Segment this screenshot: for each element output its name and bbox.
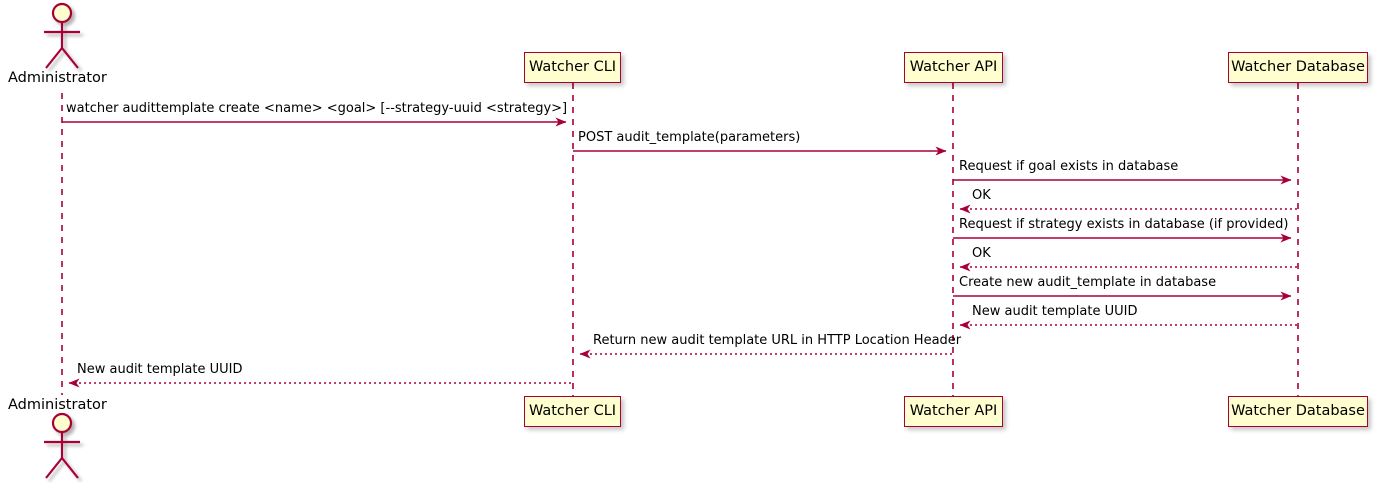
message-label-2: POST audit_template(parameters)	[578, 130, 801, 145]
participant-box-watcher-api-top[interactable]: Watcher API	[904, 52, 1003, 83]
message-label-5: Request if strategy exists in database (…	[959, 217, 1289, 232]
participant-box-watcher-api-bottom[interactable]: Watcher API	[904, 396, 1003, 427]
participant-box-watcher-database-top[interactable]: Watcher Database	[1228, 52, 1368, 83]
participant-box-watcher-database-bottom[interactable]: Watcher Database	[1228, 396, 1368, 427]
actor-label-administrator-top: Administrator	[8, 70, 107, 86]
actor-label-administrator-bottom: Administrator	[8, 397, 107, 413]
participant-box-watcher-cli-bottom[interactable]: Watcher CLI	[524, 396, 621, 427]
message-arrows	[62, 117, 1298, 388]
message-label-10: New audit template UUID	[77, 362, 243, 377]
message-label-1: watcher audittemplate create <name> <goa…	[66, 101, 568, 116]
message-label-7: Create new audit_template in database	[959, 275, 1217, 290]
message-label-8: New audit template UUID	[972, 304, 1138, 319]
message-label-6: OK	[972, 246, 991, 261]
actor-administrator-top	[44, 2, 80, 69]
lifelines	[61, 83, 1299, 396]
actor-administrator-bottom	[44, 412, 80, 479]
message-label-9: Return new audit template URL in HTTP Lo…	[593, 333, 962, 348]
message-label-4: OK	[972, 188, 991, 203]
participant-box-watcher-cli-top[interactable]: Watcher CLI	[524, 52, 621, 83]
message-label-3: Request if goal exists in database	[959, 159, 1179, 174]
